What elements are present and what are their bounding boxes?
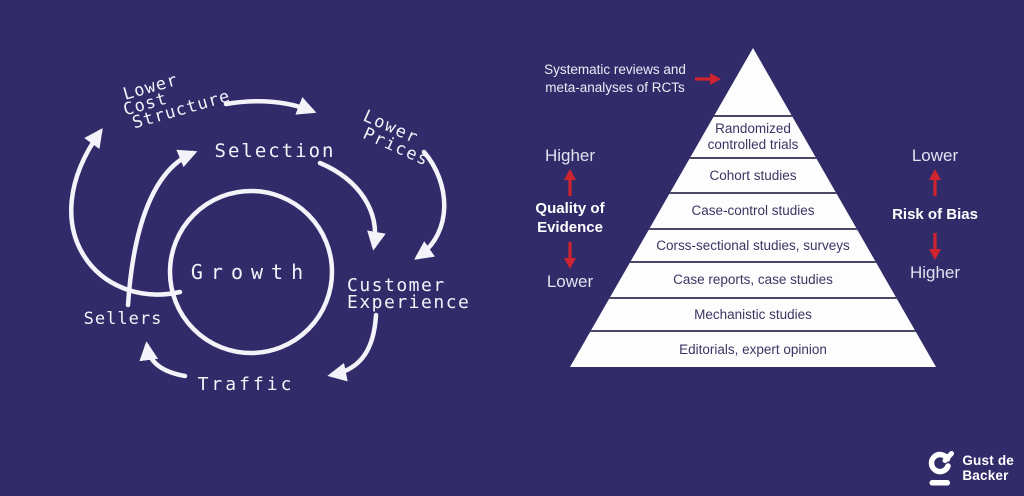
growth-circle bbox=[167, 188, 335, 356]
pyramid-level-case-reports: Case reports, case studies bbox=[673, 272, 833, 288]
pyramid-level-cross-sectional: Corss-sectional studies, surveys bbox=[656, 237, 850, 253]
pyramid-divider bbox=[570, 157, 936, 159]
axis-word-lower: Lower bbox=[911, 146, 959, 165]
red-arrow-up-icon bbox=[929, 169, 941, 196]
red-arrow-down-icon bbox=[564, 241, 576, 269]
pyramid-level-mechanistic: Mechanistic studies bbox=[694, 306, 812, 322]
logo-g-icon bbox=[929, 451, 955, 486]
arrow-lower-prices-to-customer-experience bbox=[414, 149, 447, 260]
flywheel-label-sellers: Sellers bbox=[84, 309, 163, 329]
svg-text:Customer: Customer bbox=[347, 275, 446, 296]
flywheel-arrows bbox=[69, 97, 447, 382]
pyramid-divider bbox=[570, 228, 936, 230]
flywheel-label-selection: Selection bbox=[215, 140, 336, 162]
flywheel-label-lower-prices: Lower Prices bbox=[360, 106, 432, 170]
pyramid-divider bbox=[570, 192, 936, 194]
pyramid-divider bbox=[570, 297, 936, 299]
axis-title-risk-of-bias: Risk of Bias bbox=[892, 206, 978, 223]
arrow-traffic-to-sellers bbox=[139, 341, 188, 379]
arrow-selection-to-customer-experience bbox=[317, 160, 386, 251]
pyramid-divider bbox=[570, 330, 936, 332]
logo-wordmark: Gust de Backer bbox=[962, 452, 1014, 483]
pyramid-level-rct: Randomized controlled trials bbox=[707, 121, 799, 152]
gust-de-backer-logo: Gust de Backer bbox=[925, 450, 1014, 487]
axis-word-higher: Higher bbox=[909, 262, 961, 282]
flywheel-diagram: Growth Selection Lower Cost Structure Lo… bbox=[69, 70, 470, 395]
red-arrow-up-icon bbox=[564, 169, 576, 196]
pyramid-level-cohort: Cohort studies bbox=[709, 167, 797, 183]
red-arrow-right-icon bbox=[695, 73, 721, 85]
pyramid-level-case-control: Case-control studies bbox=[691, 203, 815, 219]
axis-word-lower: Lower bbox=[546, 271, 594, 291]
svg-text:Experience: Experience bbox=[347, 292, 470, 313]
arrow-sellers-to-lower-cost bbox=[69, 128, 183, 297]
arrow-customer-experience-to-traffic bbox=[327, 312, 379, 382]
flywheel-label-growth: Growth bbox=[191, 260, 311, 284]
pyramid-top-annotation: Systematic reviews and meta-analyses of … bbox=[544, 62, 686, 96]
flywheel-label-customer-experience: Customer Experience bbox=[347, 275, 470, 313]
flywheel-label-lower-cost-structure: Lower Cost Structure bbox=[121, 70, 233, 133]
risk-of-bias-axis: Lower Risk of Bias Higher bbox=[883, 146, 987, 283]
red-arrow-down-icon bbox=[929, 232, 941, 260]
axis-title-quality-of-evidence: Quality of Evidence bbox=[535, 200, 605, 236]
pyramid-divider bbox=[570, 115, 936, 117]
axis-word-higher: Higher bbox=[544, 146, 596, 165]
pyramid-divider bbox=[570, 261, 936, 263]
pyramid-level-editorials: Editorials, expert opinion bbox=[679, 341, 827, 357]
flywheel-label-traffic: Traffic bbox=[198, 374, 295, 395]
arrow-to-selection bbox=[125, 149, 198, 308]
arrow-lower-cost-to-lower-prices bbox=[223, 97, 317, 115]
quality-of-evidence-axis: Higher Quality of Evidence Lower bbox=[518, 146, 622, 292]
